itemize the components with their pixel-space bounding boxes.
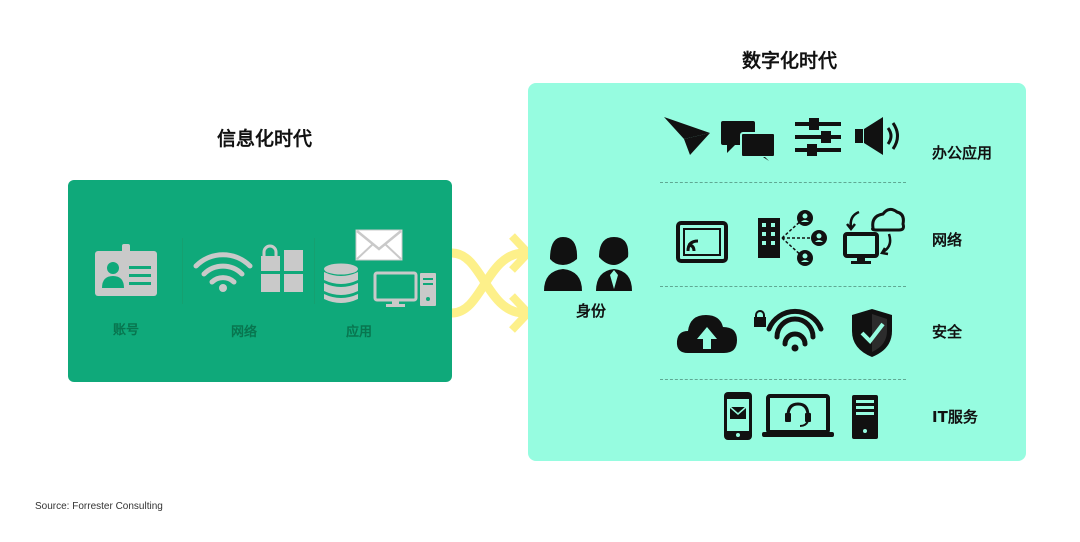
envelope-icon [355, 229, 403, 261]
row-label-security: 安全 [932, 323, 963, 341]
screen-cast-icon [676, 221, 728, 263]
right-title: 数字化时代 [742, 50, 838, 72]
wifi-icon [193, 252, 253, 292]
left-label-account: 账号 [113, 323, 140, 338]
row-label-network: 网络 [932, 231, 963, 249]
row-separator-2 [660, 286, 906, 287]
wifi-lock-icon [754, 308, 824, 352]
row-label-office: 办公应用 [932, 144, 993, 162]
left-label-application: 应用 [346, 325, 373, 340]
building-network-icon [758, 210, 827, 266]
sliders-icon [795, 118, 841, 156]
left-title: 信息化时代 [217, 128, 313, 150]
server-tower-icon [852, 395, 878, 439]
speaker-icon [855, 117, 899, 155]
laptop-support-icon [762, 394, 834, 437]
row-separator-1 [660, 182, 906, 183]
row-separator-3 [660, 379, 906, 380]
people-icon [544, 237, 632, 291]
lock-grid-icon [261, 244, 303, 292]
source-note: Source: Forrester Consulting [35, 501, 163, 512]
cloud-sync-icon [843, 207, 905, 264]
row-label-it-services: IT服务 [932, 408, 978, 426]
mobile-mail-icon [724, 392, 752, 440]
transition-arrows-icon [451, 233, 534, 333]
paper-plane-icon [664, 117, 710, 155]
identity-label: 身份 [576, 302, 607, 320]
left-divider-2 [314, 238, 315, 304]
chat-bubbles-icon [721, 121, 776, 161]
left-divider-1 [182, 238, 183, 304]
id-card-icon [95, 244, 157, 296]
database-icon [324, 263, 358, 303]
shield-check-icon [852, 309, 892, 357]
cloud-upload-icon [676, 315, 737, 353]
desktop-computer-icon [373, 271, 436, 307]
left-label-network: 网络 [231, 325, 258, 340]
